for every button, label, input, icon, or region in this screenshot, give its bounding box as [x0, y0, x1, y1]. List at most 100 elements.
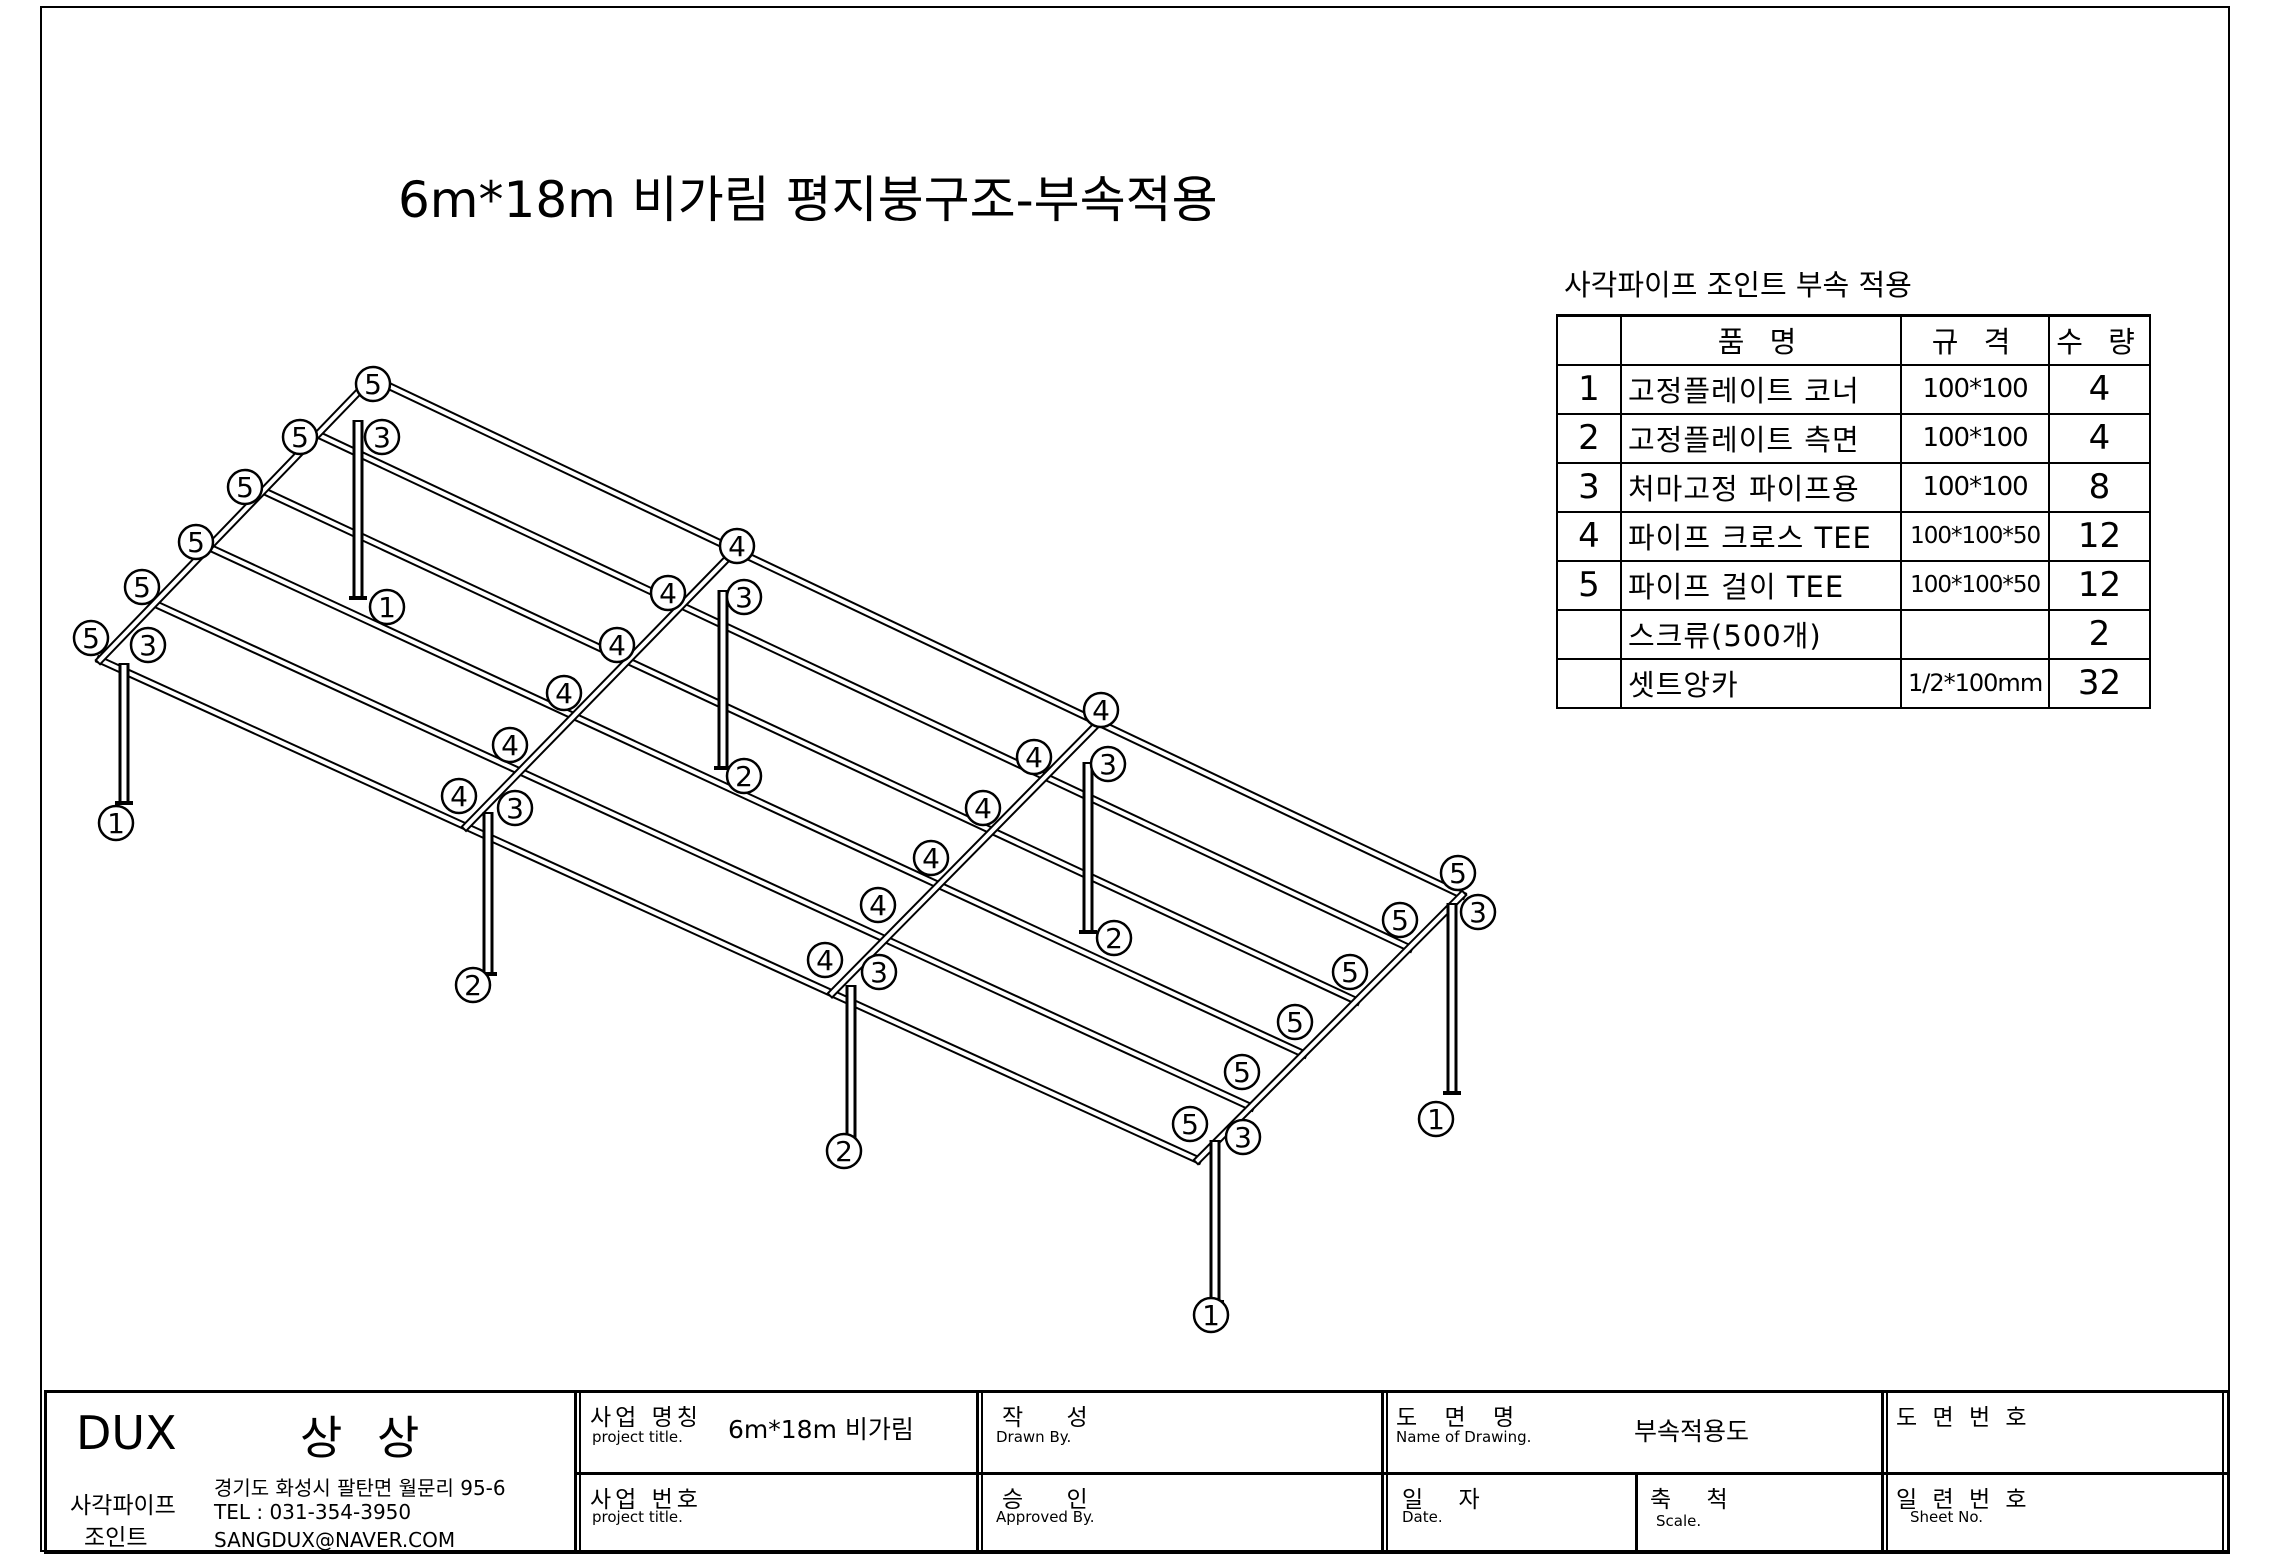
- callout-number: 3: [870, 956, 888, 989]
- part-qty: 4: [2048, 363, 2151, 415]
- callout-number: 5: [1449, 857, 1467, 890]
- callout-circle: [806, 941, 844, 979]
- part-name: 고정플레이트 코너: [1620, 363, 1902, 415]
- callout-circle: [496, 789, 534, 827]
- part-spec: [1899, 608, 2051, 660]
- parts-table: 품 명 규 격 수 량 1 고정플레이트 코너 100*100 4 2 고정플레…: [1556, 314, 2151, 709]
- part-spec: 100*100: [1899, 412, 2051, 464]
- header-no: [1556, 314, 1622, 366]
- end-rafter-inner: [1195, 892, 1465, 1163]
- header-qty: 수 량: [2048, 314, 2151, 366]
- callout-number: 4: [922, 842, 940, 875]
- callout-circle: [1439, 854, 1477, 892]
- company-line1: 사각파이프: [70, 1493, 176, 1519]
- callout-number: 5: [1181, 1108, 1199, 1141]
- callout-number: 4: [816, 944, 834, 977]
- callout-circle: [860, 953, 898, 991]
- part-spec: 100*100*50: [1899, 559, 2051, 611]
- callout-number: 5: [1286, 1006, 1304, 1039]
- callout-circle: [859, 886, 897, 924]
- callout-circle: [725, 757, 763, 795]
- callout-circle: [825, 1132, 863, 1170]
- drawing-title: 6m*18m 비가림 평지붕구조-부속적용: [398, 171, 1218, 229]
- callout-number: 4: [1025, 741, 1043, 774]
- callout-number: 3: [139, 629, 157, 662]
- parts-table-header: 품 명 규 격 수 량: [1556, 314, 2151, 366]
- callout-circle: [1417, 1100, 1455, 1138]
- cross-rafter-inner: [829, 719, 1102, 997]
- part-no: 2: [1556, 412, 1622, 464]
- callout-circle: [1192, 1296, 1230, 1334]
- callout-circle: [1171, 1105, 1209, 1143]
- callout-circle: [123, 568, 161, 606]
- part-no: 5: [1556, 559, 1622, 611]
- drawn-sublabel: Drawn By.: [996, 1428, 1072, 1446]
- callout-number: 3: [373, 421, 391, 454]
- callout-circle: [598, 626, 636, 664]
- parts-row: 셋트앙카 1/2*100mm 32: [1556, 657, 2151, 709]
- part-no: 3: [1556, 461, 1622, 513]
- part-no: [1556, 657, 1622, 709]
- callout-number: 5: [1391, 904, 1409, 937]
- approved-sublabel: Approved By.: [996, 1508, 1095, 1526]
- company-address: 경기도 화성시 팔탄면 월문리 95-6: [214, 1476, 506, 1500]
- drawn-label: 작 성: [1002, 1405, 1106, 1431]
- project-no-label: 사업 번호: [590, 1487, 702, 1513]
- tb-divider: [574, 1390, 577, 1554]
- part-no: 4: [1556, 510, 1622, 562]
- part-qty: 8: [2048, 461, 2151, 513]
- callout-circle: [1089, 745, 1127, 783]
- callout-number: 5: [82, 622, 100, 655]
- callout-circle: [718, 527, 756, 565]
- callout-number: 1: [378, 591, 396, 624]
- callout-circle: [368, 588, 406, 626]
- parts-row: 스크류(500개) 2: [1556, 608, 2151, 660]
- callout-number: 1: [1427, 1103, 1445, 1136]
- parts-row: 5 파이프 걸이 TEE 100*100*50 12: [1556, 559, 2151, 611]
- part-name: 파이프 크로스 TEE: [1620, 510, 1902, 562]
- drawing-no-label: 도 면 번 호: [1896, 1405, 2031, 1431]
- callout-number: 4: [450, 780, 468, 813]
- eave-beam-inner: [97, 657, 1201, 1163]
- part-name: 처마고정 파이프용: [1620, 461, 1902, 513]
- roof-purlin-inner: [314, 431, 1412, 951]
- callout-circle: [1276, 1003, 1314, 1041]
- callout-number: 2: [835, 1135, 853, 1168]
- tb-row-divider: [577, 1472, 2227, 1475]
- project-name-label: 사업 명칭: [590, 1405, 702, 1431]
- drawing-name-label: 도 면 명: [1396, 1405, 1525, 1431]
- callout-number: 4: [1092, 694, 1110, 727]
- callout-number: 3: [1099, 748, 1117, 781]
- tb-border-right: [2227, 1390, 2230, 1554]
- parts-table-caption: 사각파이프 조인트 부속 적용: [1564, 268, 1912, 302]
- callout-circle: [354, 365, 392, 403]
- end-rafter-inner: [97, 375, 375, 663]
- callout-circle: [1015, 738, 1053, 776]
- callout-circle: [363, 418, 401, 456]
- callout-number: 3: [1469, 896, 1487, 929]
- callout-number: 5: [236, 471, 254, 504]
- callout-circle: [281, 418, 319, 456]
- callout-number: 4: [555, 677, 573, 710]
- part-no: [1556, 608, 1622, 660]
- company-line2: 조인트: [84, 1525, 148, 1551]
- title-block: DUX 상 상 사각파이프 조인트 경기도 화성시 팔탄면 월문리 95-6 T…: [44, 1390, 2230, 1554]
- callout-circle: [177, 523, 215, 561]
- callout-circle: [964, 789, 1002, 827]
- callout-circle: [912, 839, 950, 877]
- header-spec: 규 격: [1899, 314, 2051, 366]
- part-spec: 100*100: [1899, 363, 2051, 415]
- part-qty: 12: [2048, 559, 2151, 611]
- callout-number: 2: [735, 760, 753, 793]
- project-name-sublabel: project title.: [592, 1428, 683, 1446]
- callout-circle: [129, 626, 167, 664]
- callout-circle: [97, 804, 135, 842]
- tb-border-top: [44, 1390, 2230, 1393]
- part-name: 고정플레이트 측면: [1620, 412, 1902, 464]
- sheet-no-sublabel: Sheet No.: [1910, 1508, 1984, 1526]
- callout-number: 5: [1341, 956, 1359, 989]
- callout-circle: [1459, 893, 1497, 931]
- callout-number: 1: [1202, 1299, 1220, 1332]
- tb-divider: [1635, 1474, 1638, 1554]
- project-name-value: 6m*18m 비가림: [728, 1415, 914, 1444]
